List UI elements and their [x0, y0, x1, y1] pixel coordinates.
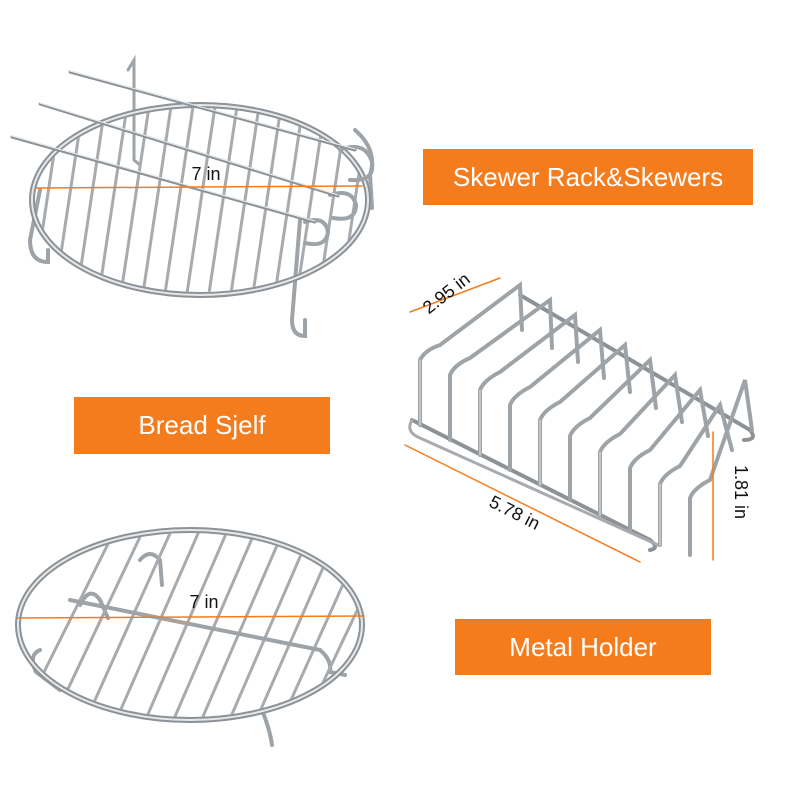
metal-holder-depth-label: 2.95 in [419, 269, 474, 318]
metal-holder-photo [404, 277, 755, 563]
metal-holder-length-label: 5.78 in [486, 491, 543, 533]
skewer-rack-label: Skewer Rack&Skewers [423, 149, 753, 205]
skewer-rack-diameter-label: 7 in [191, 164, 220, 184]
bread-shelf-label: Bread Sjelf [74, 397, 330, 454]
metal-holder-height-label: 1.81 in [731, 465, 751, 519]
skewer-rack-photo [10, 54, 375, 339]
metal-holder-label: Metal Holder [455, 619, 711, 675]
dimension-line [35, 185, 363, 189]
bread-shelf-diameter-label: 7 in [189, 592, 218, 612]
bread-shelf-photo [15, 527, 365, 747]
